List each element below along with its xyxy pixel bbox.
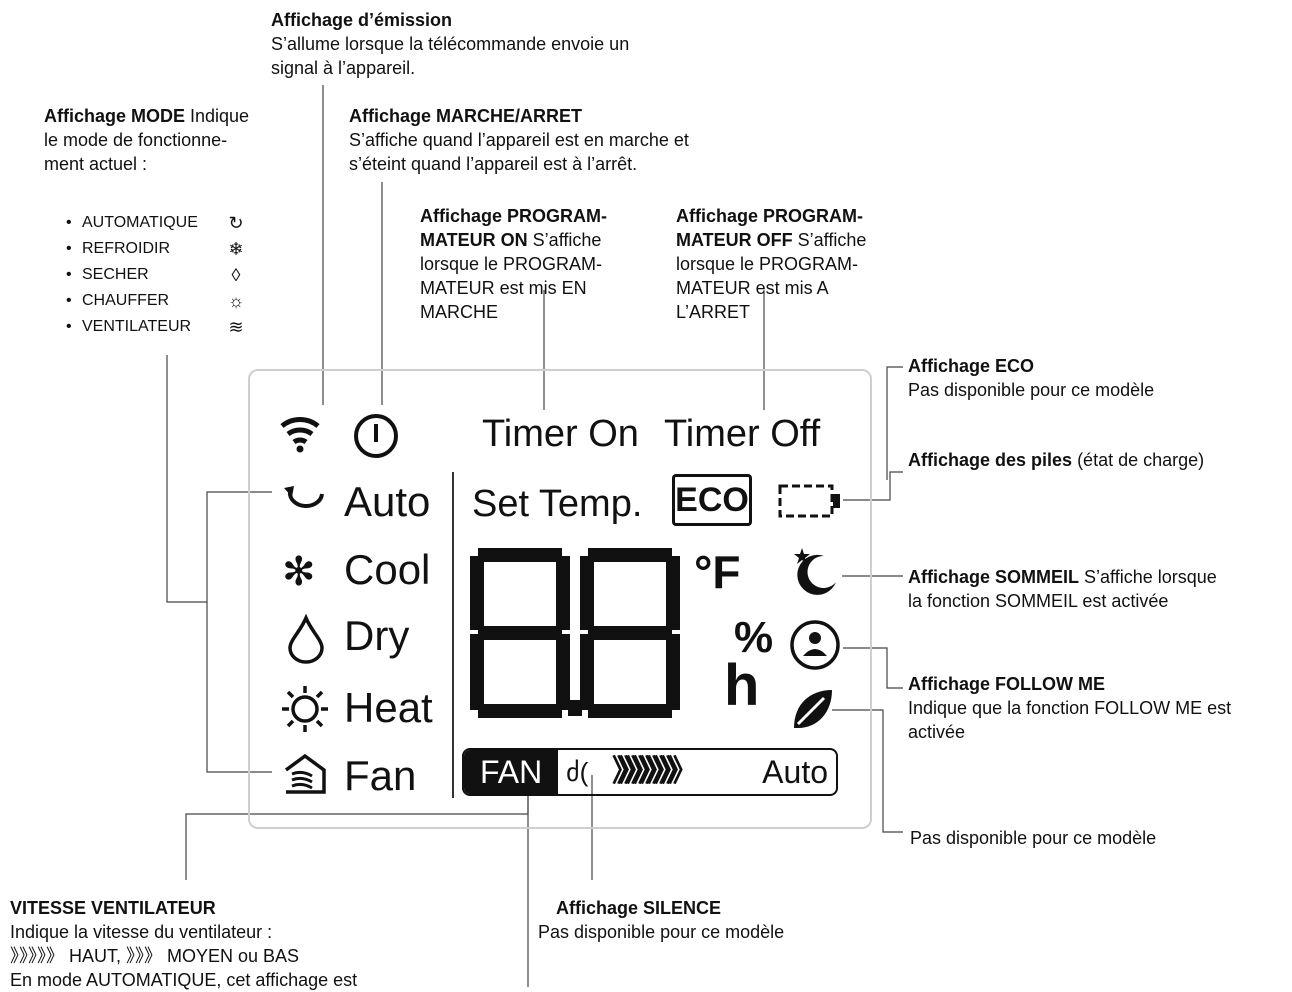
annotation-line: activée [908, 722, 966, 742]
sleep-icon [794, 548, 836, 595]
mode-label: CHAUFFER [82, 292, 170, 309]
unit-hour: h [724, 653, 760, 718]
annotation-title: Affichage ECO [908, 356, 1035, 376]
lcd-separator [452, 472, 454, 798]
fan-speed-arrows: 》》》》》》》》》 [612, 755, 698, 788]
leaf-icon [794, 690, 832, 728]
annotation-line: signal à l’appareil. [271, 58, 416, 78]
sun-icon: ☼ [227, 291, 245, 311]
annotation-title: Affichage FOLLOW ME [908, 674, 1105, 694]
mode-label: VENTILATEUR [82, 318, 192, 335]
annotation-emission: Affichage d’émission S’allume lorsque la… [271, 8, 629, 80]
fan-auto-label: Auto [762, 754, 828, 790]
annotation-follow-me: Affichage FOLLOW ME Indique que la fonct… [908, 672, 1231, 744]
temperature-digits [470, 548, 680, 718]
mode-label: REFROIDIR [82, 240, 170, 257]
annotation-text: Indique [185, 106, 250, 126]
annotation-title: Affichage d’émission [271, 10, 453, 30]
annotation-line: lorsque le PROGRAM- [676, 254, 859, 274]
fan-label: FAN [464, 750, 558, 794]
annotation-title: Affichage MARCHE/ARRET [349, 106, 583, 126]
annotation-title: Affichage PROGRAM- [420, 206, 608, 226]
drop-icon [288, 614, 324, 664]
list-item: •SECHER◊ [66, 262, 246, 288]
annotation-line: S’affiche quand l’appareil est en marche… [349, 130, 689, 150]
annotation-text: S’affiche [527, 230, 602, 250]
drop-icon: ◊ [231, 265, 241, 285]
annotation-title: MATEUR ON [420, 230, 528, 250]
unit-percent: % [734, 613, 774, 662]
list-item: •CHAUFFER☼ [66, 288, 246, 314]
timer-off-text: Timer Off [664, 413, 821, 455]
annotation-line: L’ARRET [676, 302, 751, 322]
annotation-line: S’allume lorsque la télécommande envoie … [271, 34, 630, 54]
timer-on-text: Timer On [482, 413, 639, 455]
snowflake-icon: ❄ [228, 239, 244, 259]
fan-speed-bar: FAN ძ( 》》》》》》》》》 Auto [462, 748, 838, 796]
auto-icon [284, 486, 324, 508]
annotation-line: lorsque le PROGRAM- [420, 254, 603, 274]
temperature-value: 88 [0, 0, 1, 1]
annotation-timer-on: Affichage PROGRAM- MATEUR ON S’affiche l… [420, 204, 607, 324]
annotation-line: la fonction SOMMEIL est activée [908, 591, 1169, 611]
list-item: •VENTILATEUR≋ [66, 314, 246, 340]
annotation-mode: Affichage MODE Indique le mode de foncti… [44, 104, 249, 176]
annotation-timer-off: Affichage PROGRAM- MATEUR OFF S’affiche … [676, 204, 866, 324]
annotation-line: MARCHE [420, 302, 499, 322]
annotation-line: En mode AUTOMATIQUE, cet affichage est [10, 970, 358, 990]
annotation-silence: Affichage SILENCE Pas disponible pour ce… [538, 896, 784, 944]
mode-fan-label: Fan [344, 752, 417, 799]
annotation-sommeil: Affichage SOMMEIL S’affiche lorsque la f… [908, 565, 1217, 613]
annotation-title: Affichage PROGRAM- [676, 206, 864, 226]
mode-heat-label: Heat [344, 684, 433, 731]
annotation-line: Pas disponible pour ce modèle [908, 380, 1155, 400]
annotation-line: MATEUR est mis EN [420, 278, 587, 298]
annotation-title: Affichage SOMMEIL [908, 567, 1080, 587]
annotation-title: MATEUR OFF [676, 230, 793, 250]
fan-icon [284, 753, 326, 794]
mode-cool-label: Cool [344, 546, 431, 593]
annotation-line: Pas disponible pour ce modèle [538, 922, 785, 942]
annotation-piles: Affichage des piles (état de charge) [908, 448, 1204, 472]
follow-me-icon [790, 620, 840, 670]
mode-label: AUTOMATIQUE [82, 214, 198, 231]
annotation-line: MATEUR est mis A [676, 278, 829, 298]
eco-badge: ECO [672, 474, 752, 526]
list-item: •REFROIDIR❄ [66, 236, 246, 262]
set-temp-text: Set Temp. [472, 483, 643, 525]
unit-fahrenheit: °F [694, 546, 741, 598]
mode-dry-label: Dry [344, 612, 410, 659]
annotation-marche-arret: Affichage MARCHE/ARRET S’affiche quand l… [349, 104, 689, 176]
snowflake-icon: ✻ [282, 550, 316, 594]
battery-icon [778, 484, 840, 518]
power-icon [354, 414, 398, 458]
sun-icon [282, 686, 328, 732]
annotation-title: Affichage MODE [44, 106, 186, 126]
annotation-text: (état de charge) [1072, 450, 1205, 470]
mode-label: SECHER [82, 266, 149, 283]
annotation-text: S’affiche lorsque [1079, 567, 1217, 587]
annotation-line: ment actuel : [44, 154, 148, 174]
auto-icon: ↻ [228, 213, 244, 233]
annotation-line: Indique la vitesse du ventilateur : [10, 922, 273, 942]
fan-icon: ≋ [228, 317, 244, 337]
lcd-panel [248, 369, 872, 829]
annotation-line: 》》》》》 HAUT, 》》》 MOYEN ou BAS [10, 946, 300, 966]
annotation-line: s’éteint quand l’appareil est à l’arrêt. [349, 154, 638, 174]
list-item: •AUTOMATIQUE↻ [66, 210, 246, 236]
annotation-eco: Affichage ECO Pas disponible pour ce mod… [908, 354, 1154, 402]
mode-auto-label: Auto [344, 478, 431, 525]
annotation-title: Affichage des piles [908, 450, 1073, 470]
annotation-title: VITESSE VENTILATEUR [10, 898, 216, 918]
annotation-line: le mode de fonctionne- [44, 130, 228, 150]
annotation-text: S’affiche [792, 230, 867, 250]
annotation-title: Affichage SILENCE [556, 898, 722, 918]
silence-icon: ძ( [566, 757, 589, 787]
mode-list: •AUTOMATIQUE↻ •REFROIDIR❄ •SECHER◊ •CHAU… [66, 210, 246, 340]
annotation-line: Pas disponible pour ce modèle [910, 828, 1157, 848]
annotation-leaf: Pas disponible pour ce modèle [910, 826, 1156, 850]
annotation-line: Indique que la fonction FOLLOW ME est [908, 698, 1232, 718]
annotation-vitesse: VITESSE VENTILATEUR Indique la vitesse d… [10, 896, 357, 992]
wifi-icon [280, 417, 320, 453]
